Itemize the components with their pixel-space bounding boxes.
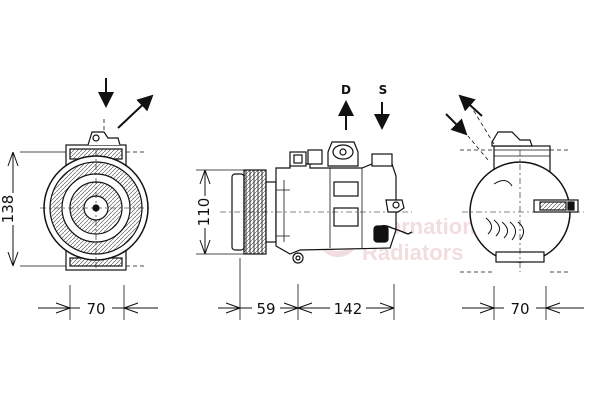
rear-width-label-bg: [504, 300, 536, 316]
side-body-dim-label: 142: [334, 300, 363, 318]
front-height-dim-arrows: [7, 151, 19, 267]
rear-suction-arrow: [445, 113, 468, 136]
side-top-boss-left-bolt: [293, 154, 303, 164]
side-electrical-connector: [373, 225, 389, 243]
front-width-dim-arrows: [55, 302, 139, 314]
side-height-dim-arrows: [199, 169, 211, 255]
front-width-label-bg: [80, 300, 112, 316]
front-width-label: 70: [86, 300, 105, 318]
side-bottom-mount: [292, 252, 304, 264]
side-view: [196, 100, 413, 320]
side-top-boss: [307, 149, 323, 165]
rear-view: [445, 94, 584, 320]
side-suction-port: [371, 153, 393, 167]
rear-port-curve: [493, 180, 513, 187]
side-discharge-port: [339, 148, 347, 156]
side-mount-hole: [392, 201, 400, 209]
front-fitting-bolt: [92, 134, 100, 142]
rear-width-dim-arrows: [479, 302, 561, 314]
side-bottom-mount-hole: [295, 255, 301, 261]
front-height-label-bg: [4, 193, 18, 225]
discharge-port-label: D: [341, 83, 351, 97]
side-pulley-label-bg: [252, 300, 280, 316]
rear-side-lug-detail: [539, 201, 567, 211]
side-length-dim-arrows: [225, 302, 395, 314]
side-pulley-dim-label: 59: [256, 300, 275, 318]
side-top-boss-left: [289, 151, 307, 167]
rear-side-lug-end: [567, 201, 575, 211]
rear-fitting: [491, 131, 533, 147]
rear-discharge-arrow: [458, 94, 483, 117]
front-view: [7, 78, 158, 320]
front-height-label-group: 138: [0, 193, 18, 225]
side-label-plate: [333, 181, 359, 197]
side-discharge-port-ring: [332, 144, 354, 160]
rear-width-label: 70: [510, 300, 529, 318]
side-body-label-bg: [330, 300, 366, 316]
side-height-label-bg: [198, 196, 212, 228]
side-mount-ear: [385, 199, 405, 213]
side-height-label-group: 110: [195, 196, 213, 228]
side-height-label: 110: [195, 198, 213, 227]
rear-flow-guide-1: [471, 107, 495, 145]
side-body-panel: [333, 207, 359, 227]
front-discharge-arrow: [117, 94, 154, 129]
side-housing-flange: [276, 189, 290, 237]
rear-housing-fins: [485, 217, 524, 241]
rear-mount-lines: [494, 149, 550, 157]
front-height-label: 138: [0, 195, 17, 224]
rear-flow-guide-2: [467, 135, 489, 161]
suction-port-label: S: [379, 83, 388, 97]
